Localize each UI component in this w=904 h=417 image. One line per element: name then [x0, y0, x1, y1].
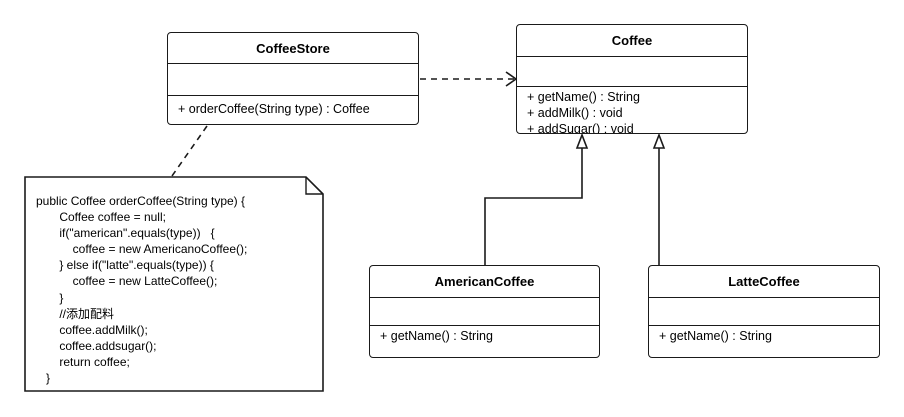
- class-american-coffee[interactable]: AmericanCoffee + getName() : String: [369, 265, 600, 358]
- class-coffee[interactable]: Coffee + getName() : String + addMilk() …: [516, 24, 748, 134]
- code-line: coffee.addMilk();: [36, 322, 148, 337]
- attributes-compartment: [370, 298, 599, 326]
- operation: + getName() : String: [659, 329, 772, 343]
- code-note[interactable]: public Coffee orderCoffee(String type) {…: [24, 176, 324, 392]
- code-line: //添加配料: [36, 306, 115, 321]
- operation: + getName() : String: [527, 90, 640, 104]
- class-name: Coffee: [517, 25, 747, 57]
- code-line: if("american".equals(type)) {: [36, 226, 215, 241]
- dependency-arrow: [420, 71, 518, 87]
- operations-compartment: + getName() : String: [370, 326, 599, 344]
- class-latte-coffee[interactable]: LatteCoffee + getName() : String: [648, 265, 880, 358]
- generalization-arrow-american: [484, 132, 589, 265]
- generalization-arrow-latte: [652, 132, 666, 265]
- operations-compartment: + getName() : String + addMilk() : void …: [517, 87, 747, 134]
- code-line: coffee = new LatteCoffee();: [36, 274, 218, 289]
- class-name: AmericanCoffee: [370, 266, 599, 298]
- code-line: }: [36, 371, 51, 386]
- code-line: return coffee;: [36, 354, 130, 369]
- code-line: coffee = new AmericanoCoffee();: [36, 242, 248, 257]
- note-anchor-line: [171, 125, 208, 177]
- class-name: CoffeeStore: [168, 33, 418, 64]
- operation: + addMilk() : void: [527, 106, 623, 120]
- code-line: coffee.addsugar();: [36, 338, 157, 353]
- code-line: public Coffee orderCoffee(String type) {: [36, 194, 246, 208]
- operation: + getName() : String: [380, 329, 493, 343]
- note-code-text: public Coffee orderCoffee(String type) {…: [36, 193, 247, 386]
- attributes-compartment: [517, 57, 747, 87]
- operation: + addSugar() : void: [527, 122, 634, 134]
- attributes-compartment: [649, 298, 879, 326]
- note-shape: [24, 176, 324, 392]
- code-line: Coffee coffee = null;: [36, 210, 166, 225]
- code-line: }: [36, 290, 64, 305]
- operation: + orderCoffee(String type) : Coffee: [178, 102, 370, 116]
- attributes-compartment: [168, 64, 418, 96]
- operations-compartment: + getName() : String: [649, 326, 879, 344]
- code-line: } else if("latte".equals(type)) {: [36, 258, 214, 273]
- class-name: LatteCoffee: [649, 266, 879, 298]
- class-coffee-store[interactable]: CoffeeStore + orderCoffee(String type) :…: [167, 32, 419, 125]
- operations-compartment: + orderCoffee(String type) : Coffee: [168, 96, 418, 117]
